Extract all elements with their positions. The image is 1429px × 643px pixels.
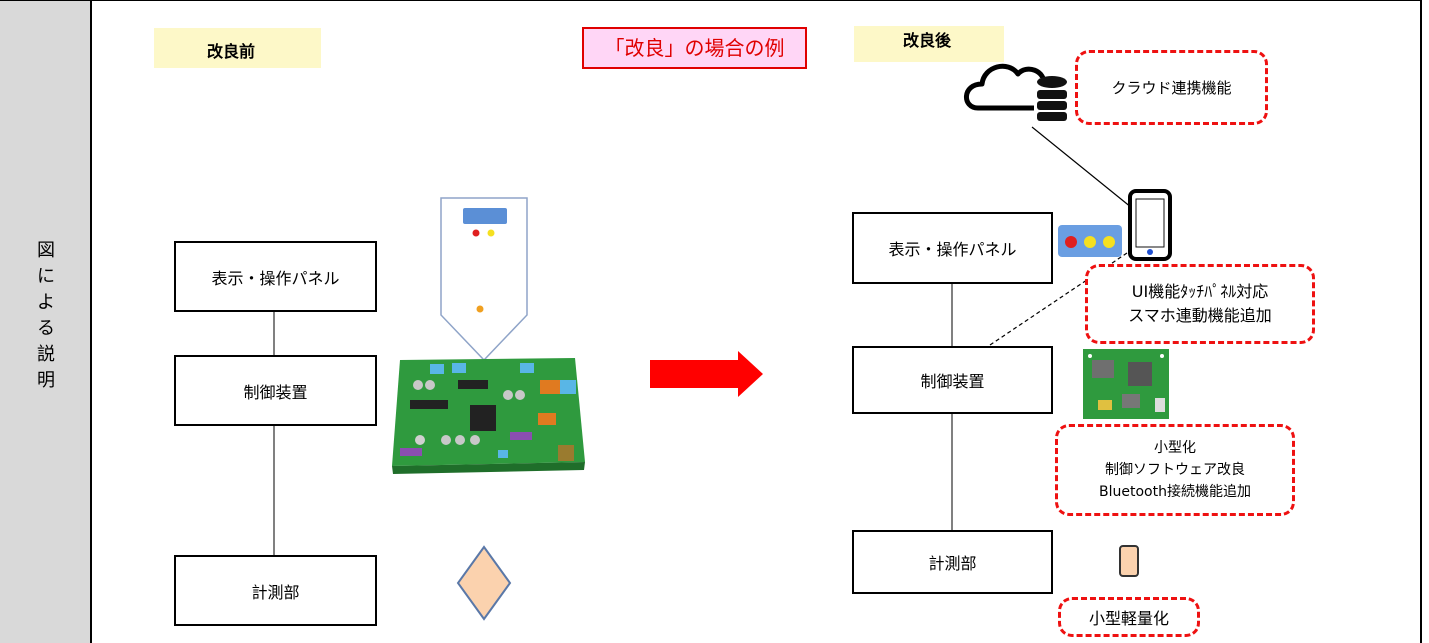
cloud-note-text: クラウド連携機能 [1111, 79, 1232, 97]
after-panel-block: 表示・操作パネル [852, 212, 1053, 284]
database-icon [1034, 76, 1070, 121]
row-label-char: に [37, 266, 55, 287]
after-title: 改良後 [903, 31, 952, 50]
after-control-block: 制御装置 [852, 346, 1053, 414]
table-right-border [1420, 0, 1422, 643]
table-top-border [92, 0, 1422, 1]
example-banner: 「改良」の場合の例 [582, 27, 807, 69]
ui-note-line2: スマホ連動機能追加 [1128, 306, 1272, 325]
row-label-char: 図 [37, 240, 55, 261]
control-note-line1: 小型化 [1154, 440, 1196, 456]
before-control-block: 制御装置 [174, 355, 377, 426]
panel-icon [440, 197, 528, 362]
row-label-char: る [37, 318, 55, 339]
after-title-highlight [854, 26, 1004, 62]
ui-note-line1: UI機能ﾀｯﾁﾊﾟﾈﾙ対応 [1131, 282, 1269, 301]
measure-note-text: 小型軽量化 [1088, 609, 1169, 628]
cloud-phone-link [1031, 126, 1138, 213]
cloud-note: クラウド連携機能 [1075, 50, 1268, 125]
measure-note: 小型軽量化 [1058, 597, 1200, 637]
sensor-icon [1119, 545, 1139, 577]
before-title-highlight [154, 28, 321, 68]
smartphone-icon [1128, 189, 1172, 261]
panel-icon [1058, 225, 1122, 257]
row-label-char: 明 [37, 370, 55, 391]
before-panel-block: 表示・操作パネル [174, 241, 377, 312]
row-label: 図 に よ る 説 明 [0, 238, 92, 394]
row-label-cell: 図 に よ る 説 明 [0, 0, 92, 643]
control-note-line2: 制御ソフトウェア改良 [1105, 462, 1245, 478]
row-label-char: 説 [37, 344, 55, 365]
pcb-icon [392, 358, 585, 474]
ui-note: UI機能ﾀｯﾁﾊﾟﾈﾙ対応 スマホ連動機能追加 [1085, 264, 1315, 344]
row-label-char: よ [37, 292, 55, 313]
after-measure-block: 計測部 [852, 530, 1053, 594]
control-note: 小型化 制御ソフトウェア改良 Bluetooth接続機能追加 [1055, 424, 1295, 516]
right-arrow-icon [650, 351, 763, 397]
before-measure-block: 計測部 [174, 555, 377, 626]
before-title: 改良前 [207, 42, 256, 61]
control-note-line3: Bluetooth接続機能追加 [1099, 484, 1251, 500]
sensor-icon [456, 545, 512, 621]
pcb-icon [1083, 349, 1169, 419]
